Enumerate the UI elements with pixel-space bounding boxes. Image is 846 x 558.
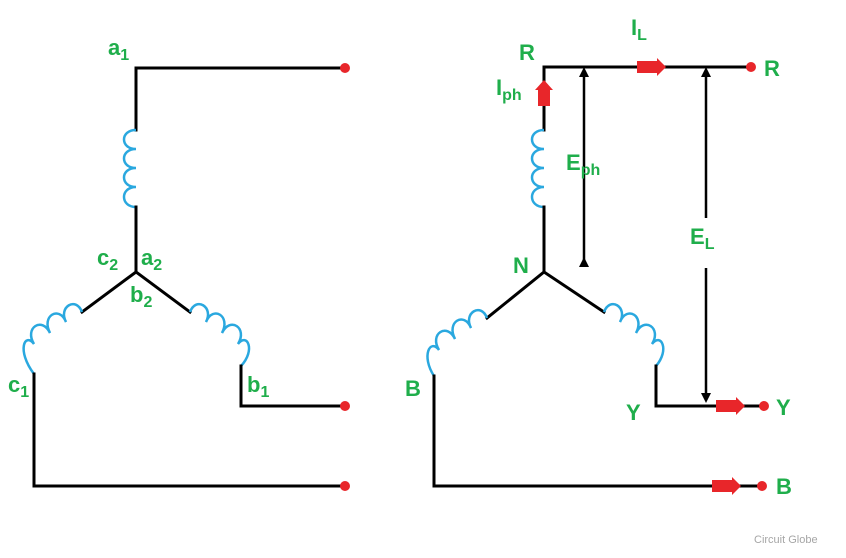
label-c1: c1 xyxy=(8,372,29,401)
label-a1: a1 xyxy=(108,35,129,64)
wire-B-bottom xyxy=(432,374,764,488)
terminal-Y[interactable] xyxy=(759,401,769,411)
terminal-a[interactable] xyxy=(340,63,350,73)
wire-c-bottom xyxy=(32,372,347,488)
label-R-out: R xyxy=(764,56,780,81)
line-current-arrow-B xyxy=(712,477,741,495)
line-current-arrow-R xyxy=(637,58,666,76)
coil-b xyxy=(188,302,251,367)
label-c2: c2 xyxy=(97,245,118,274)
phase-current-arrow xyxy=(535,80,553,106)
right-star-winding: R R IL Iph Eph EL N B Y Y B xyxy=(405,15,792,499)
terminal-c[interactable] xyxy=(340,481,350,491)
coil-Y xyxy=(602,302,665,367)
label-R-top: R xyxy=(519,40,535,65)
label-Iph: Iph xyxy=(496,75,522,104)
wire-neutral-to-B xyxy=(484,269,547,321)
label-IL: IL xyxy=(631,15,647,44)
label-N: N xyxy=(513,253,529,278)
terminal-b[interactable] xyxy=(340,401,350,411)
left-star-winding: a1 c2 a2 b2 b1 c1 xyxy=(8,35,350,491)
terminal-B[interactable] xyxy=(757,481,767,491)
label-b2: b2 xyxy=(130,282,152,311)
label-Y-coil: Y xyxy=(626,400,641,425)
wire-b-bottom xyxy=(239,364,347,408)
wire-R-top xyxy=(542,65,753,132)
coil-R xyxy=(530,128,545,209)
terminal-R[interactable] xyxy=(746,62,756,72)
label-Eph: Eph xyxy=(566,150,600,179)
coil-c xyxy=(22,302,84,375)
wire-neutral-to-Y xyxy=(541,269,607,315)
line-current-arrow-Y xyxy=(716,397,745,415)
wire-Y-bottom xyxy=(654,364,766,408)
label-EL: EL xyxy=(690,224,715,253)
coil-a xyxy=(122,128,137,209)
wire-a-top xyxy=(134,66,347,132)
label-B-coil: B xyxy=(405,376,421,401)
label-B-out: B xyxy=(776,474,792,499)
wire-neutral-to-c xyxy=(79,269,139,315)
coil-B xyxy=(426,308,489,377)
label-b1: b1 xyxy=(247,372,269,401)
watermark: Circuit Globe xyxy=(754,534,818,546)
wire-neutral-to-b xyxy=(133,269,193,315)
label-Y-out: Y xyxy=(776,395,791,420)
label-a2: a2 xyxy=(141,245,162,274)
